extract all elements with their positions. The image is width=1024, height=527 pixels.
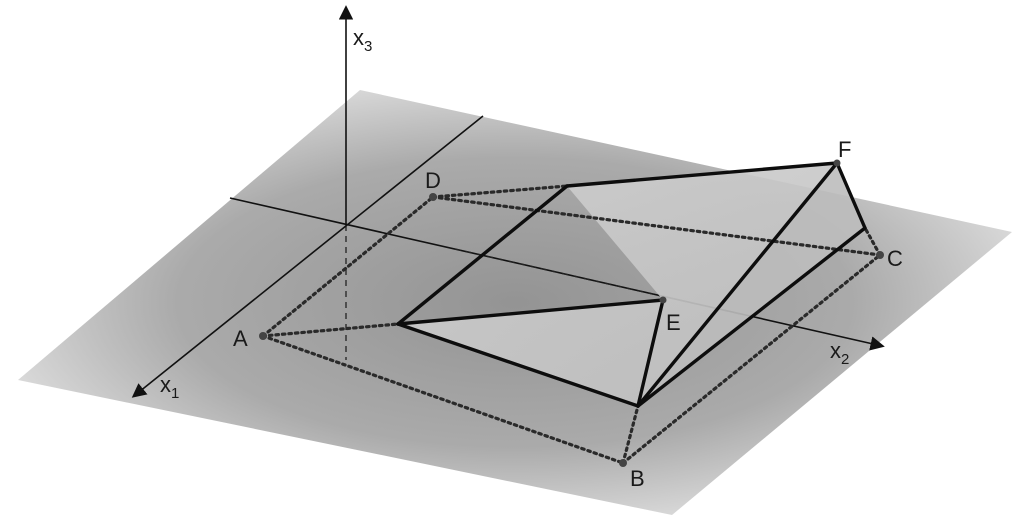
edge-f-b bbox=[636, 161, 839, 408]
point-e-label: E bbox=[666, 310, 681, 335]
point-e-marker bbox=[659, 296, 667, 304]
x2-axis-label: x2 bbox=[830, 338, 849, 368]
base-edge-ad bbox=[261, 195, 435, 338]
ridge-edge bbox=[565, 161, 839, 188]
x2-sub: 2 bbox=[841, 351, 849, 368]
point-d-label: D bbox=[425, 168, 441, 193]
x3-axis-label: x3 bbox=[353, 25, 372, 55]
point-c-marker bbox=[876, 251, 884, 259]
point-c-label: C bbox=[887, 246, 903, 271]
edge-front-ridge bbox=[396, 298, 665, 326]
edge-front-bottom bbox=[396, 322, 640, 408]
point-b-label: B bbox=[630, 466, 645, 491]
roof-face-left bbox=[398, 163, 837, 406]
edge-c-roof bbox=[863, 226, 882, 257]
x1-axis-label: x1 bbox=[160, 372, 179, 402]
point-f-marker bbox=[833, 159, 841, 167]
edge-c-b bbox=[636, 226, 867, 408]
base-edge-ab bbox=[261, 334, 625, 465]
edge-f-c bbox=[835, 161, 867, 230]
x3-sub: 3 bbox=[364, 38, 372, 55]
point-d-marker bbox=[429, 193, 437, 201]
edge-e-b bbox=[636, 298, 665, 408]
x3-base: x bbox=[353, 25, 364, 50]
base-edge-dc bbox=[431, 195, 882, 257]
point-a-label: A bbox=[233, 326, 248, 351]
x1-sub: 1 bbox=[171, 385, 179, 402]
base-edge-bc bbox=[621, 253, 882, 465]
x1x2-plane bbox=[18, 90, 1012, 515]
edge-d-roof bbox=[431, 184, 569, 199]
edge-a-roof bbox=[261, 322, 400, 338]
point-a-marker bbox=[259, 332, 267, 340]
edge-d-side bbox=[396, 184, 569, 326]
point-f-label: F bbox=[838, 137, 851, 162]
point-b-marker bbox=[619, 459, 627, 467]
x1-axis bbox=[131, 115, 484, 398]
roof-face-right bbox=[638, 163, 865, 406]
x1-base: x bbox=[160, 372, 171, 397]
x2-base: x bbox=[830, 338, 841, 363]
edge-b-roof bbox=[621, 404, 640, 465]
